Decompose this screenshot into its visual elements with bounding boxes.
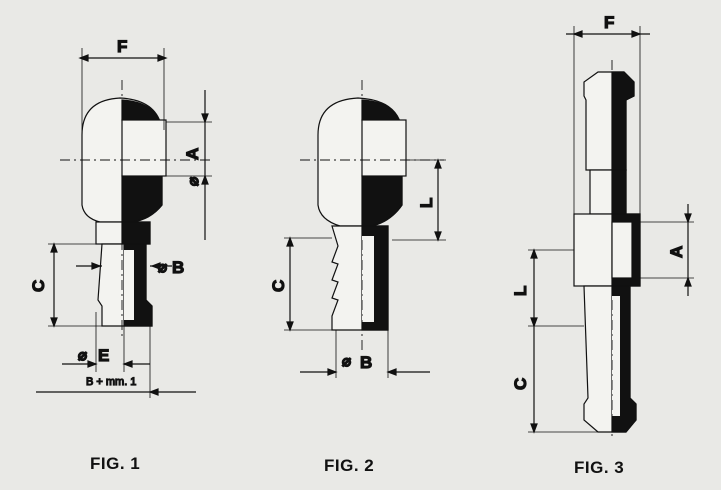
fig1-label-diam-E: ⌀: [78, 347, 87, 364]
fig3-label-A: A: [667, 246, 686, 258]
fig3-label-C: C: [511, 378, 530, 390]
fig1-label-F: F: [117, 37, 127, 56]
fig3-fitting-drawing: F A L C: [510, 12, 694, 440]
fig3-label-L: L: [511, 286, 530, 296]
fig1-caption: FIG. 1: [90, 454, 141, 473]
fig2-fitting-drawing: L C ⌀ B: [268, 80, 446, 378]
fig2-label-C: C: [269, 280, 288, 292]
fig1-label-E: E: [98, 346, 109, 365]
fig1-fitting-drawing: F A ⌀ ⌀ B C ⌀ E B + mm. 1: [28, 36, 212, 398]
fig1-label-diam-B: ⌀: [158, 259, 167, 276]
fig3-label-F: F: [604, 13, 614, 32]
fig2-label-diam: ⌀: [342, 353, 351, 370]
fig1-label-C: C: [29, 280, 48, 292]
fig2-label-L: L: [417, 198, 436, 208]
fig1-label-A: A: [183, 148, 202, 160]
fig3-caption: FIG. 3: [574, 458, 625, 477]
fig2-caption: FIG. 2: [324, 456, 375, 475]
fig1-label-B-plus: B + mm. 1: [86, 376, 136, 388]
fig1-label-diam-A: ⌀: [185, 177, 202, 186]
fig2-label-B: B: [360, 353, 372, 372]
fig1-label-B: B: [172, 258, 184, 277]
